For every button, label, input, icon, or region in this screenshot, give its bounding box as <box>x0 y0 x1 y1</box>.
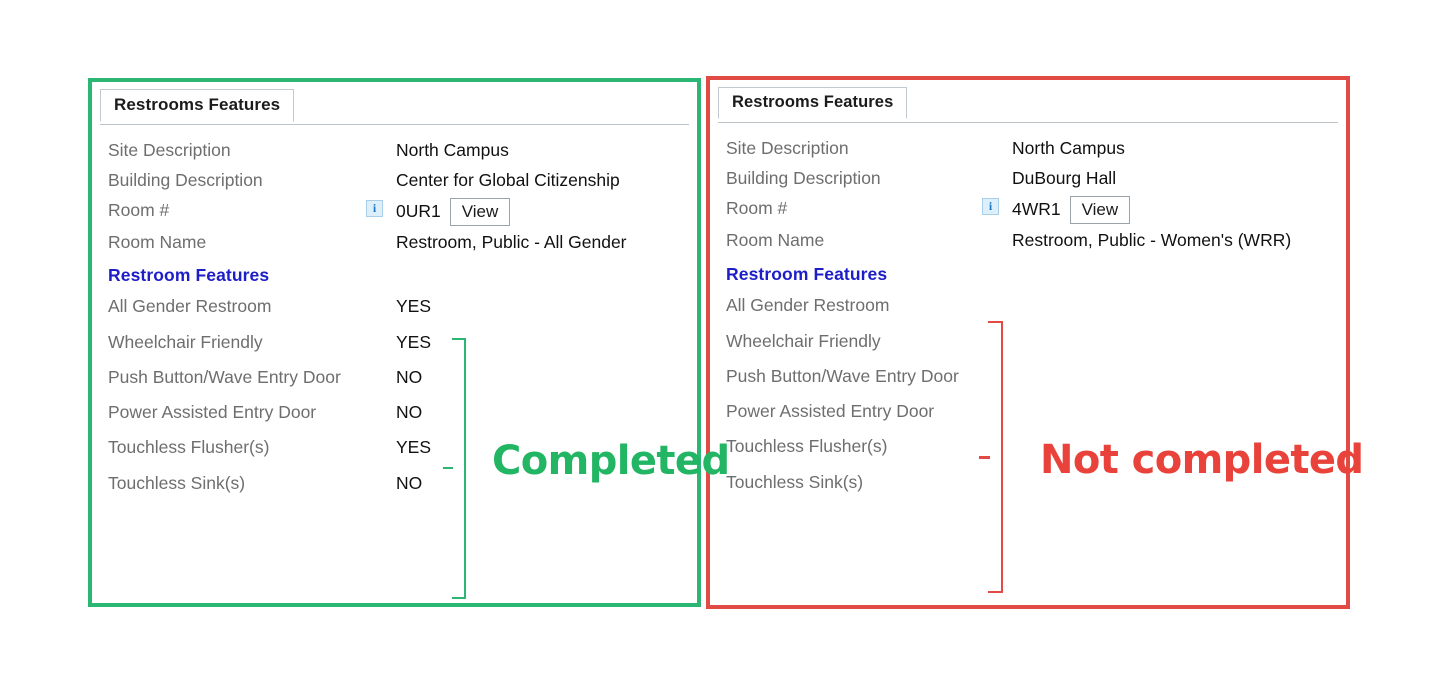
feature-row: Power Assisted Entry Door NO <box>92 395 697 430</box>
field-icon-slot <box>982 132 1012 138</box>
feature-label: All Gender Restroom <box>726 295 890 316</box>
tab-restrooms-features[interactable]: Restrooms Features <box>100 89 295 122</box>
bracket-not-completed <box>988 321 1003 593</box>
field-row-room-name: Room Name Restroom, Public - All Gender <box>92 226 697 256</box>
feature-label: Touchless Sink(s) <box>108 472 246 493</box>
field-row-building-description: Building Description Center for Global C… <box>92 164 697 194</box>
tabstrip-rule <box>100 124 689 125</box>
feature-label: Wheelchair Friendly <box>108 331 263 352</box>
panel-completed: Restrooms Features Site Description Nort… <box>88 78 701 607</box>
field-icon-slot <box>982 162 1012 168</box>
field-row-site-description: Site Description North Campus <box>92 134 697 164</box>
feature-row: Touchless Flusher(s) YES <box>92 430 697 465</box>
feature-value <box>1012 394 1132 406</box>
field-icon-slot <box>366 164 396 170</box>
tabstrip-completed: Restrooms Features <box>100 89 689 125</box>
info-icon[interactable]: i <box>982 198 999 215</box>
field-row-room-name: Room Name Restroom, Public - Women's (WR… <box>710 224 1346 254</box>
feature-row: Push Button/Wave Entry Door <box>710 359 1346 394</box>
feature-value: NO <box>396 366 423 387</box>
field-icon-slot: i <box>366 194 396 217</box>
feature-label: Power Assisted Entry Door <box>726 401 935 422</box>
feature-value: YES <box>396 331 432 352</box>
field-row-building-description: Building Description DuBourg Hall <box>710 162 1346 192</box>
field-label: Site Description <box>108 140 231 160</box>
field-value: Restroom, Public - All Gender <box>396 232 627 253</box>
feature-value: NO <box>396 472 423 493</box>
field-list-not-completed: Site Description North Campus Building D… <box>710 123 1346 254</box>
feature-label: Push Button/Wave Entry Door <box>108 366 341 387</box>
feature-value <box>1012 359 1132 371</box>
feature-row: Wheelchair Friendly YES <box>92 325 697 360</box>
tabstrip-not-completed: Restrooms Features <box>718 87 1338 123</box>
feature-value <box>1012 288 1132 300</box>
feature-row: Push Button/Wave Entry Door NO <box>92 360 697 395</box>
tabstrip-rule <box>718 122 1338 123</box>
feature-value: YES <box>396 437 432 458</box>
field-list-completed: Site Description North Campus Building D… <box>92 125 697 256</box>
field-row-room-number: Room # i 0UR1 View <box>92 194 697 227</box>
verdict-not-completed: Not completed <box>1040 437 1364 483</box>
view-button[interactable]: View <box>1069 196 1131 225</box>
tab-restrooms-features[interactable]: Restrooms Features <box>718 87 908 119</box>
feature-row: Touchless Sink(s) <box>710 465 1346 500</box>
field-icon-slot: i <box>982 192 1012 215</box>
feature-row: All Gender Restroom <box>710 288 1346 323</box>
feature-label: Touchless Sink(s) <box>726 471 864 492</box>
feature-label: Push Button/Wave Entry Door <box>726 365 959 386</box>
field-row-site-description: Site Description North Campus <box>710 132 1346 162</box>
feature-label: Power Assisted Entry Door <box>108 402 317 423</box>
field-label: Site Description <box>726 138 849 158</box>
field-value: North Campus <box>396 140 509 160</box>
feature-value: NO <box>396 402 423 423</box>
bracket-not-completed-tick <box>979 456 990 459</box>
field-value: Restroom, Public - Women's (WRR) <box>1012 230 1292 251</box>
feature-list-completed: All Gender Restroom YES Wheelchair Frien… <box>92 289 697 501</box>
room-number-value: 4WR1 <box>1012 199 1061 219</box>
feature-row: Touchless Flusher(s) <box>710 429 1346 464</box>
info-icon[interactable]: i <box>366 200 383 217</box>
field-label: Building Description <box>108 170 263 190</box>
feature-row: All Gender Restroom YES <box>92 289 697 324</box>
room-number-value: 0UR1 <box>396 201 441 221</box>
feature-label: Touchless Flusher(s) <box>108 437 270 458</box>
field-icon-slot <box>366 134 396 140</box>
feature-row: Power Assisted Entry Door <box>710 394 1346 429</box>
feature-label: Touchless Flusher(s) <box>726 436 888 457</box>
bracket-completed <box>452 338 466 599</box>
field-label: Building Description <box>726 168 881 188</box>
feature-label: Wheelchair Friendly <box>726 330 881 351</box>
field-value-wrapper: 4WR1 View <box>1012 192 1346 225</box>
feature-value <box>1012 324 1132 336</box>
field-value: Center for Global Citizenship <box>396 170 620 190</box>
field-label: Room # <box>726 198 788 218</box>
field-label: Room Name <box>108 232 207 253</box>
bracket-completed-tick <box>443 467 453 469</box>
feature-list-not-completed: All Gender Restroom Wheelchair Friendly … <box>710 288 1346 500</box>
field-value: North Campus <box>1012 138 1125 158</box>
view-button[interactable]: View <box>449 198 511 227</box>
feature-row: Wheelchair Friendly <box>710 324 1346 359</box>
field-icon-slot <box>366 226 396 232</box>
verdict-completed: Completed <box>492 438 730 484</box>
field-row-room-number: Room # i 4WR1 View <box>710 192 1346 225</box>
feature-value: YES <box>396 296 432 317</box>
feature-row: Touchless Sink(s) NO <box>92 466 697 501</box>
field-label: Room Name <box>726 230 825 251</box>
field-icon-slot <box>982 224 1012 230</box>
field-value: DuBourg Hall <box>1012 168 1117 188</box>
section-heading-restroom-features: Restroom Features <box>108 265 270 286</box>
panel-not-completed: Restrooms Features Site Description Nort… <box>706 76 1350 609</box>
field-value-wrapper: 0UR1 View <box>396 194 697 227</box>
section-heading-restroom-features: Restroom Features <box>726 264 888 285</box>
feature-label: All Gender Restroom <box>108 296 272 317</box>
field-label: Room # <box>108 200 170 220</box>
